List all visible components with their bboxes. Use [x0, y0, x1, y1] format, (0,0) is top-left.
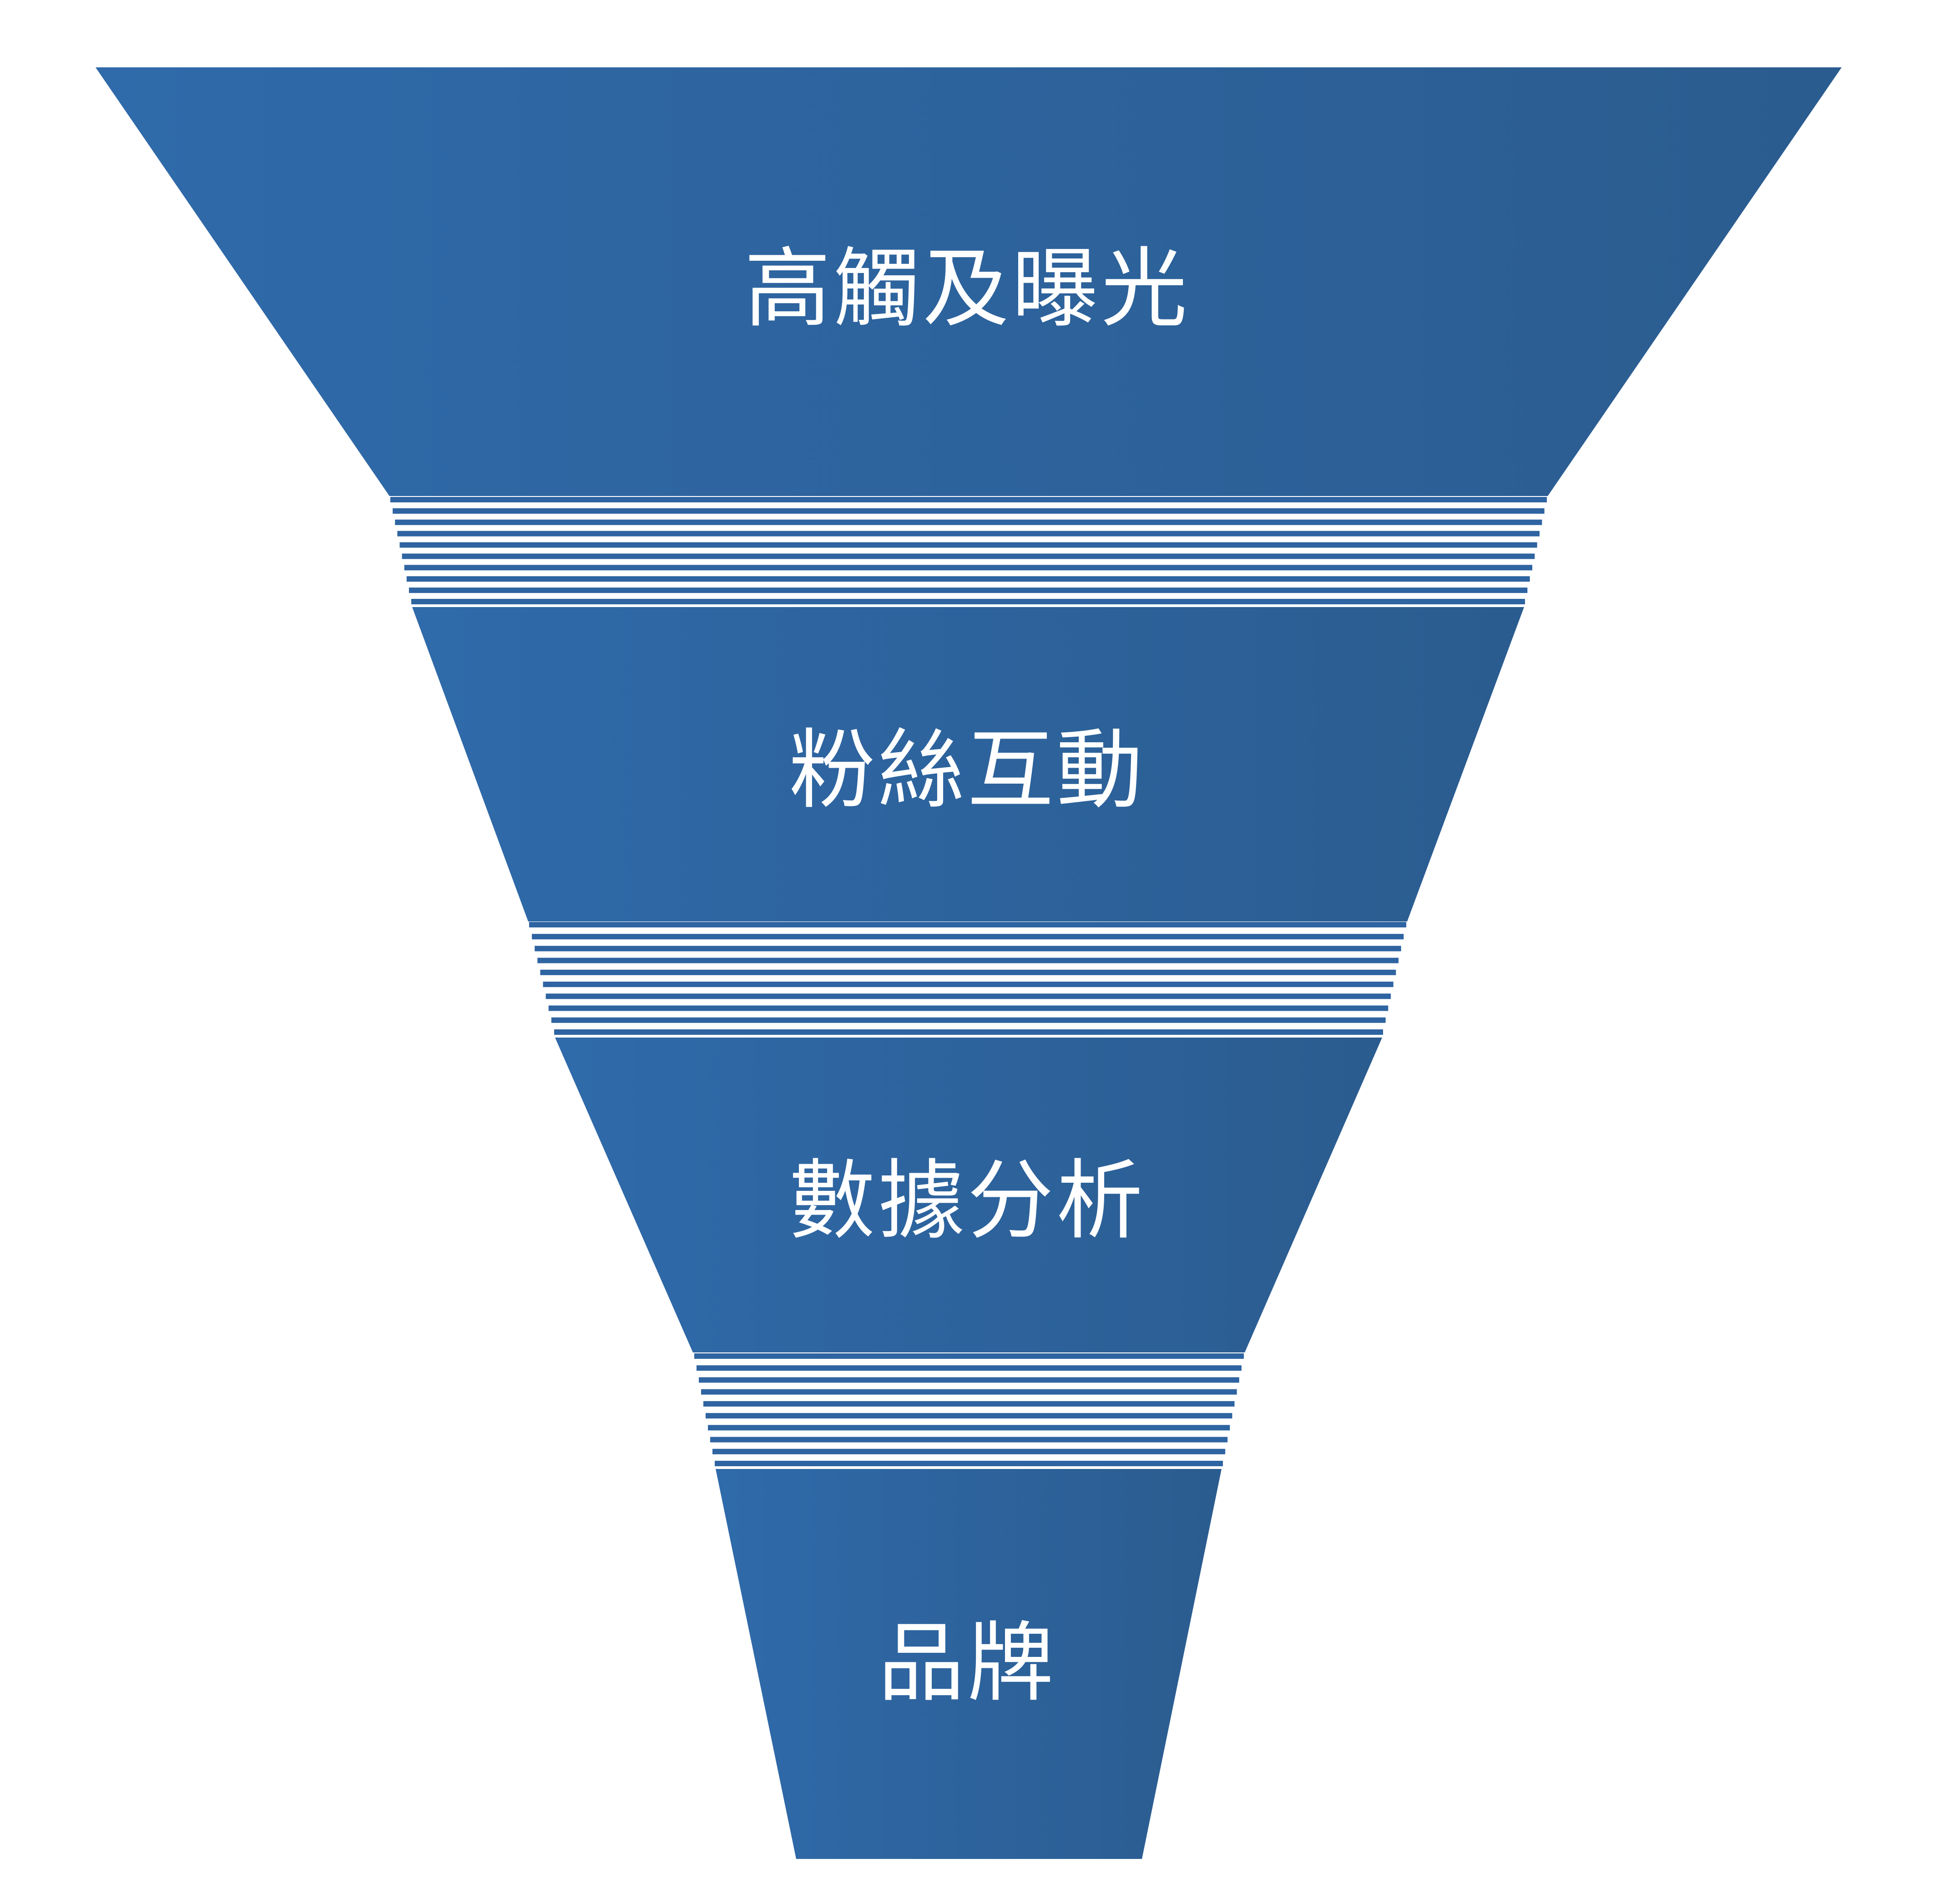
- connector-band-3: [694, 1353, 1244, 1466]
- connector-band-2-stripe: [543, 982, 1394, 987]
- funnel-stage-1-shape: [96, 67, 1842, 496]
- connector-band-2-stripe: [545, 993, 1391, 999]
- connector-band-3-stripe: [694, 1353, 1244, 1359]
- connector-band-1-stripe: [393, 508, 1545, 514]
- connector-band-2: [529, 922, 1406, 1035]
- funnel-stage-3: 數據分析: [555, 1038, 1382, 1352]
- connector-band-3-stripe: [710, 1437, 1228, 1443]
- connector-band-2-stripe: [529, 922, 1406, 927]
- connector-band-2-stripe: [537, 957, 1399, 963]
- connector-band-1: [390, 497, 1547, 604]
- connector-band-1-stripe: [397, 531, 1540, 537]
- connector-band-3-stripe: [715, 1461, 1223, 1466]
- connector-band-2-stripe: [548, 1005, 1389, 1011]
- connector-band-1-stripe: [406, 576, 1530, 582]
- connector-band-3-stripe: [703, 1401, 1235, 1407]
- connector-band-1-stripe: [409, 587, 1528, 593]
- funnel-stage-3-shape: [555, 1038, 1382, 1352]
- connector-band-3-stripe: [699, 1377, 1239, 1383]
- funnel-stage-2-label: 粉絲互動: [789, 720, 1146, 820]
- funnel-stage-4-label: 品牌: [878, 1613, 1056, 1713]
- connector-band-2-stripe: [551, 1017, 1386, 1023]
- funnel-stage-4-shape: [716, 1469, 1222, 1859]
- funnel-stage-1-label: 高觸及曝光: [744, 238, 1190, 339]
- connector-band-1-stripe: [395, 519, 1542, 525]
- connector-band-2-stripe: [535, 946, 1401, 952]
- connector-band-2-stripe: [554, 1029, 1383, 1035]
- connector-band-1-stripe: [399, 542, 1537, 548]
- connector-band-3-stripe: [706, 1413, 1232, 1419]
- funnel-stage-2: 粉絲互動: [412, 607, 1524, 922]
- connector-band-3-stripe: [708, 1425, 1230, 1431]
- connector-band-3-stripe: [712, 1448, 1226, 1454]
- funnel-stage-3-label: 數據分析: [789, 1150, 1146, 1251]
- connector-band-2-stripe: [540, 969, 1396, 975]
- connector-band-2-stripe: [532, 934, 1404, 940]
- funnel-stage-2-shape: [412, 607, 1524, 922]
- connector-band-1-stripe: [390, 497, 1547, 502]
- connector-band-3-stripe: [697, 1365, 1242, 1371]
- connector-band-3-stripe: [701, 1389, 1237, 1395]
- funnel-stage-1: 高觸及曝光: [96, 67, 1842, 496]
- connector-band-1-stripe: [404, 565, 1532, 571]
- connector-band-1-stripe: [402, 553, 1535, 559]
- funnel-stage-4: 品牌: [716, 1469, 1222, 1859]
- connector-band-1-stripe: [411, 599, 1525, 604]
